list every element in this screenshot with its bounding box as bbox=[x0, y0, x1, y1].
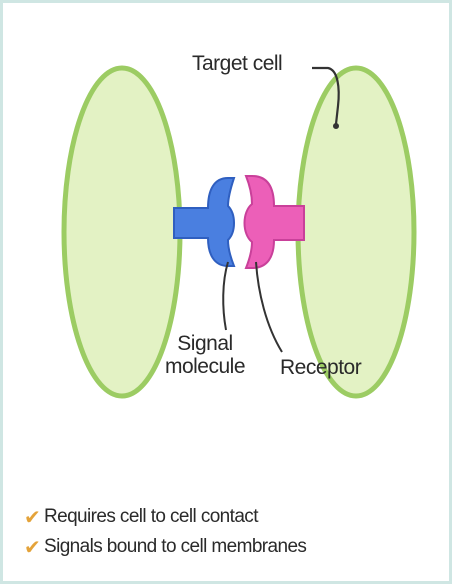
note-item: ✔ Requires cell to cell contact bbox=[24, 502, 306, 532]
note-text: Requires cell to cell contact bbox=[44, 506, 258, 528]
target-cell-pointer-dot bbox=[333, 123, 339, 129]
receptor-label: Receptor bbox=[280, 356, 361, 379]
receptor-shape bbox=[245, 176, 305, 268]
target-cell-label: Target cell bbox=[192, 52, 282, 75]
signal-molecule-label: Signal molecule bbox=[150, 332, 260, 378]
target-cell bbox=[298, 68, 414, 396]
signal-molecule-label-line1: Signal bbox=[150, 332, 260, 355]
signal-molecule-label-line2: molecule bbox=[150, 355, 260, 378]
checkmark-icon: ✔ bbox=[24, 505, 42, 529]
signal-molecule-shape bbox=[174, 178, 234, 266]
signal-molecule-leader bbox=[223, 262, 228, 330]
note-text: Signals bound to cell membranes bbox=[44, 536, 306, 558]
note-item: ✔ Signals bound to cell membranes bbox=[24, 532, 306, 562]
notes-list: ✔ Requires cell to cell contact ✔ Signal… bbox=[24, 502, 306, 562]
checkmark-icon: ✔ bbox=[24, 535, 42, 559]
